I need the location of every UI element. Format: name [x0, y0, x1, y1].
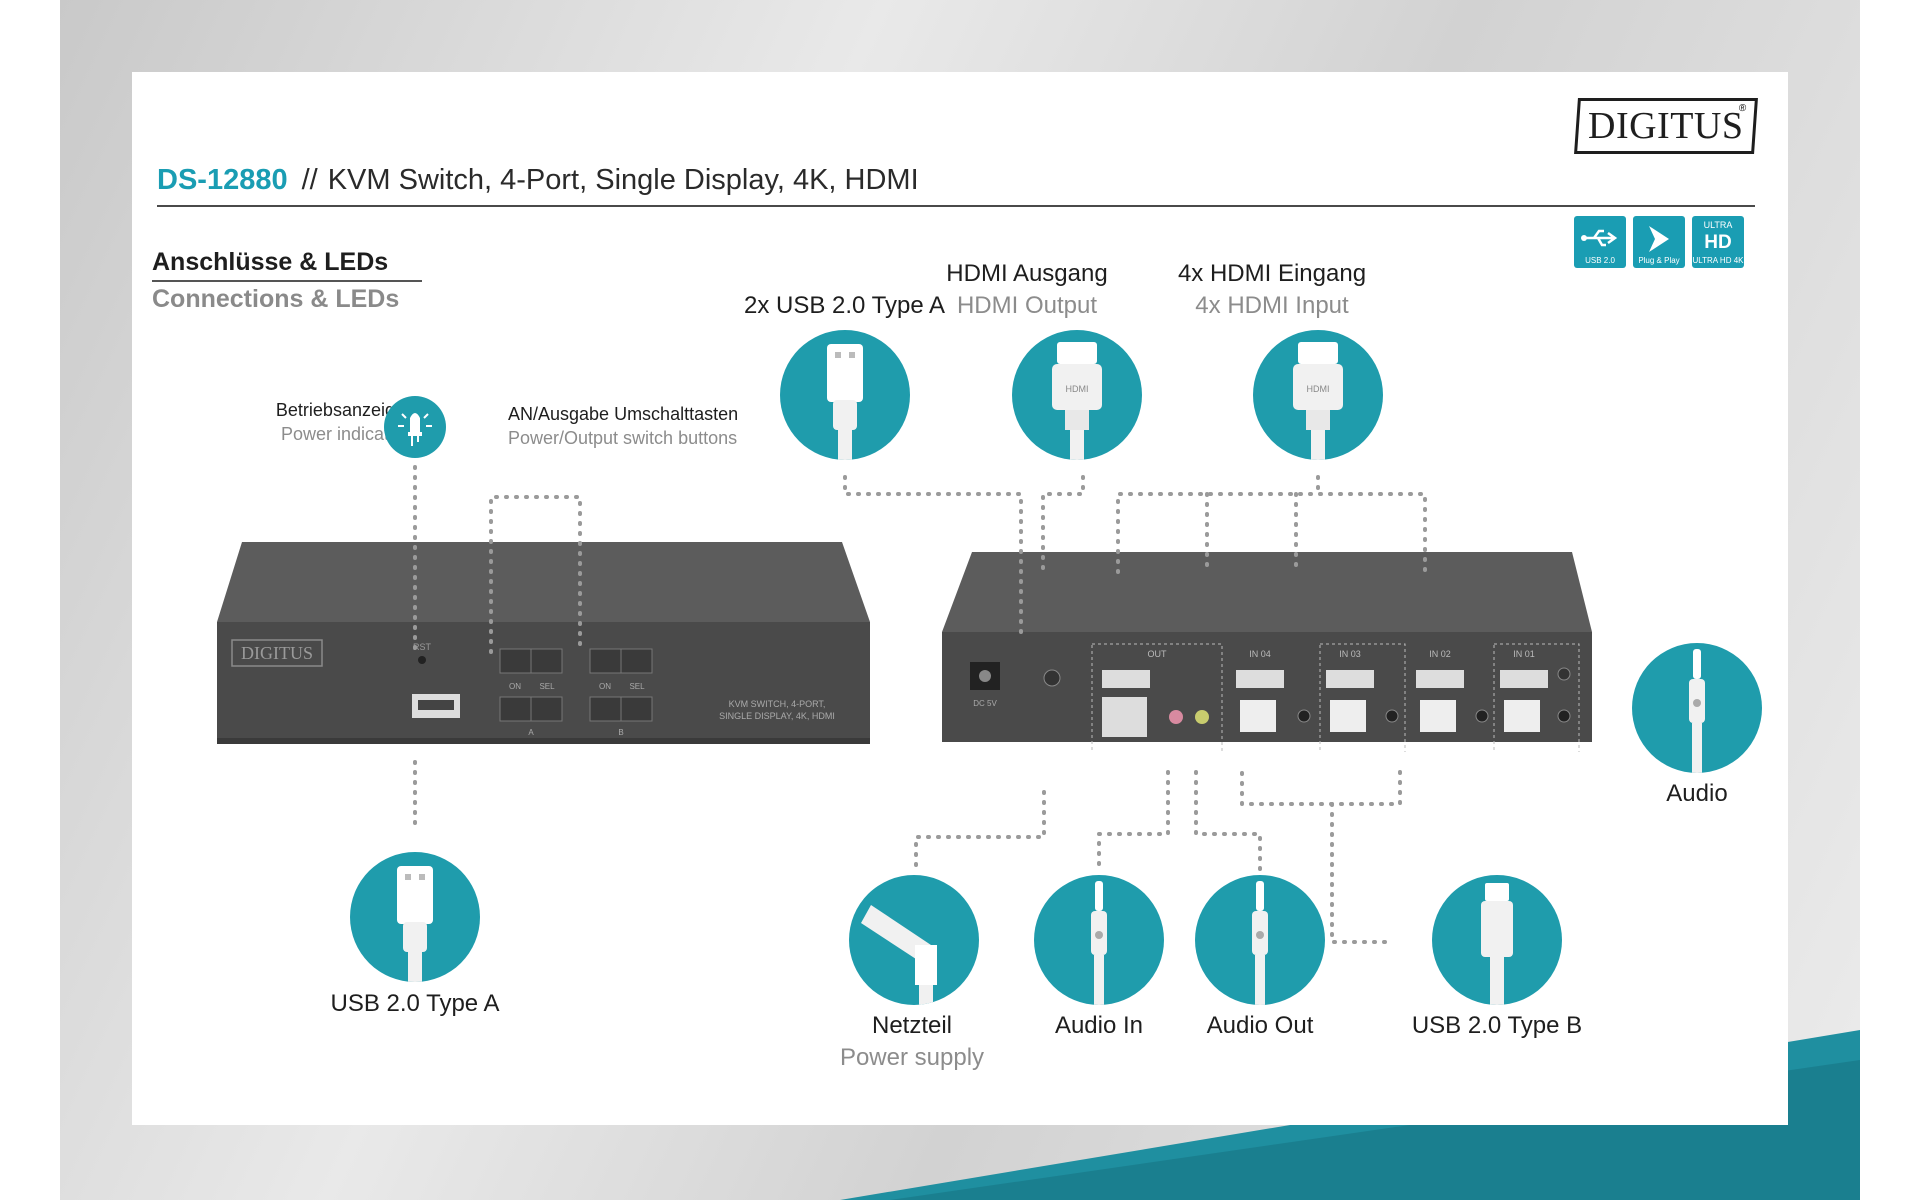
power-indicator-label: Betriebsanzeige Power indicator [275, 400, 405, 444]
front-model-text-2: SINGLE DISPLAY, 4K, HDMI [719, 711, 835, 721]
power-supply-label: Netzteil Power supply [839, 1012, 985, 1071]
svg-text:HDMI: HDMI [1307, 384, 1330, 394]
rear-in-04: IN 04 [1236, 649, 1311, 732]
svg-text:HDMI: HDMI [1066, 384, 1089, 394]
audio-jack-icon [1195, 875, 1325, 1005]
page-title: DS-12880 // KVM Switch, 4-Port, Single Dis… [157, 164, 919, 197]
usb-b-plug-icon [1432, 875, 1562, 1005]
kvm-front-view: DIGITUS RST ON SEL A ON SEL B [217, 542, 870, 744]
svg-text:ULTRA: ULTRA [1704, 220, 1733, 230]
title-separator: // [301, 164, 318, 196]
background: DIGITUS® DS-12880 // KVM Switch, 4-Port, S… [60, 0, 1860, 1200]
switch-buttons-label: AN/Ausgabe Umschalttasten Power/Output s… [508, 404, 739, 448]
usb-b-label: USB 2.0 Type B [1411, 1012, 1583, 1039]
svg-text:A: A [528, 728, 534, 737]
svg-text:B: B [618, 728, 623, 737]
audio-jack-icon [1632, 643, 1762, 773]
usb-front-label: USB 2.0 Type A [330, 990, 500, 1017]
model-number: DS-12880 [157, 164, 288, 196]
digitus-logo: DIGITUS® [1574, 98, 1758, 154]
svg-text:OUT: OUT [1148, 649, 1168, 659]
svg-text:ON: ON [509, 682, 521, 691]
audio-label: Audio [1666, 780, 1728, 807]
plug-and-play-icon: Plug & Play [1633, 216, 1685, 268]
rear-out-block: OUT [1091, 643, 1223, 752]
usb-a-plug-icon [350, 852, 480, 982]
audio-in-label: Audio In [1054, 1012, 1144, 1039]
svg-text:IN 03: IN 03 [1339, 649, 1361, 659]
section-title-de: Anschlüsse & LEDs [152, 248, 389, 276]
led-icon [384, 396, 446, 458]
audio-out-label: Audio Out [1206, 1012, 1314, 1039]
hdmi-plug-icon: HDMI [1012, 330, 1142, 460]
svg-text:SEL: SEL [539, 682, 555, 691]
dc-plug-icon [849, 875, 979, 1005]
hdmi-input-label: 4x HDMI Eingang 4x HDMI Input [1177, 260, 1367, 319]
rear-in-02: IN 02 [1416, 649, 1489, 732]
rear-in-01: IN 01 [1493, 643, 1580, 752]
svg-text:HD: HD [1704, 232, 1731, 253]
hdmi-plug-icon: HDMI [1253, 330, 1383, 460]
svg-text:IN 02: IN 02 [1429, 649, 1451, 659]
svg-text:SEL: SEL [629, 682, 645, 691]
usb-rear-label: 2x USB 2.0 Type A [744, 292, 946, 319]
section-title-en: Connections & LEDs [152, 285, 400, 313]
audio-jack-icon [1034, 875, 1164, 1005]
usb-a-plug-icon [780, 330, 910, 460]
svg-text:IN 01: IN 01 [1513, 649, 1535, 659]
section-rule [152, 280, 422, 282]
info-card: DIGITUS® DS-12880 // KVM Switch, 4-Port, S… [132, 72, 1788, 1125]
svg-text:IN 04: IN 04 [1249, 649, 1271, 659]
usb-2-0-icon: USB 2.0 [1574, 216, 1626, 268]
rear-in-03: IN 03 [1319, 643, 1406, 752]
product-title: KVM Switch, 4-Port, Single Display, 4K, … [327, 164, 919, 196]
kvm-rear-view: DC 5V OUT IN 04 IN 03 [942, 552, 1592, 752]
header-rule [157, 205, 1755, 207]
front-logo: DIGITUS [241, 643, 313, 663]
svg-text:ON: ON [599, 682, 611, 691]
hdmi-output-label: HDMI Ausgang HDMI Output [946, 260, 1108, 319]
dc-label: DC 5V [973, 699, 997, 708]
rst-label: RST [413, 642, 432, 652]
switch-buttons-b: ON SEL B [589, 648, 653, 737]
front-model-text-1: KVM SWITCH, 4-PORT, [729, 699, 826, 709]
